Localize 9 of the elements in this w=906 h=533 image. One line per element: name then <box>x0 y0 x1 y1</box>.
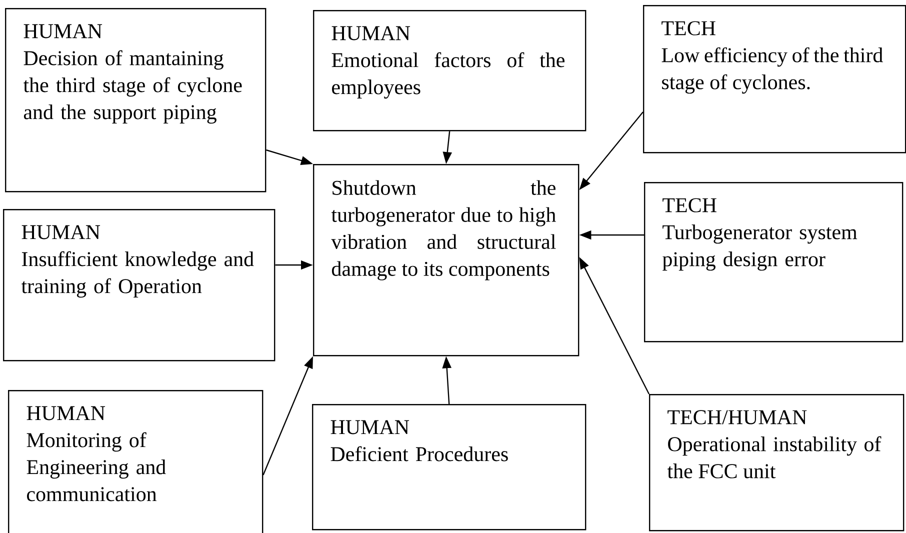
cause-box: HUMAN Insufficient knowledge and training of Operation <box>3 209 276 362</box>
cause-box: TECH Turbogenerator system piping design error <box>644 182 904 342</box>
cause-box: HUMAN Decision of mantaining the third stage of cyclone and the support piping <box>5 8 266 192</box>
cause-box: HUMAN Deficient Procedures <box>312 404 586 530</box>
cause-box: Shutdown the turbogenerator due to high vibration and structural damage to its components <box>313 164 580 356</box>
cause-box: HUMAN Monitoring of Engineering and communication <box>8 390 264 533</box>
cause-box: TECH Low efficiency of the third stage of cyclones. <box>643 5 906 154</box>
cause-box: TECH/HUMAN Operational instability of the FCC unit <box>649 394 904 532</box>
cause-box: HUMAN Emotional factors of the employees <box>313 10 586 132</box>
